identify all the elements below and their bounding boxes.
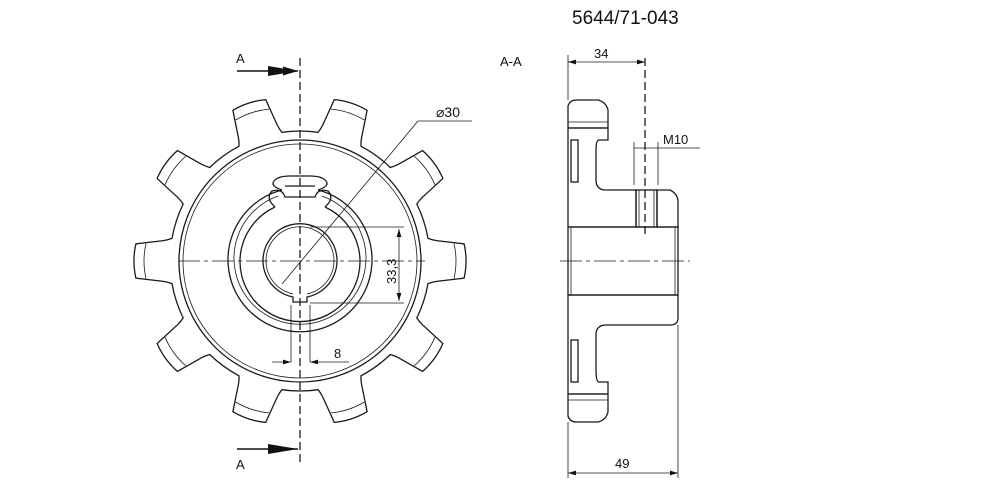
dim-overall-width: 49 bbox=[615, 456, 629, 471]
part-number: 5644/71-043 bbox=[572, 8, 679, 29]
tooth-tip-line bbox=[330, 108, 365, 121]
hub-ring-outer bbox=[227, 189, 373, 333]
cut-marker-top: A bbox=[236, 51, 245, 66]
tooth-section-bottom bbox=[567, 393, 609, 423]
cut-arrowhead-top bbox=[268, 66, 298, 76]
hub-ring-inner bbox=[239, 206, 361, 323]
sprocket-outline bbox=[133, 98, 467, 424]
tooth-tip-line bbox=[414, 155, 436, 185]
hub-right-upper bbox=[656, 189, 679, 228]
recess-lower-left bbox=[570, 339, 579, 383]
section-lower-half bbox=[567, 294, 679, 395]
front-view: A A ⌀30 33,3 8 bbox=[133, 51, 472, 472]
dim-hub-offset: 34 bbox=[594, 46, 608, 61]
section-view: 34 M10 49 bbox=[560, 46, 700, 478]
bore-with-keyway bbox=[262, 223, 338, 303]
bore-inner bbox=[265, 226, 335, 295]
tooth-tip-line bbox=[453, 243, 457, 279]
tooth-tip-line bbox=[330, 401, 365, 414]
cut-arrowhead-bottom bbox=[268, 444, 298, 454]
dim-keyway-width: 8 bbox=[334, 346, 341, 361]
diameter-leader bbox=[281, 120, 419, 285]
tooth-tip-line bbox=[164, 337, 186, 367]
section-label: A-A bbox=[500, 54, 522, 69]
tooth-tip-line bbox=[414, 337, 436, 367]
tooth-tip-line bbox=[164, 155, 186, 185]
tooth-tips bbox=[143, 108, 457, 414]
recess-upper-left bbox=[570, 139, 579, 183]
threaded-hole bbox=[635, 189, 658, 228]
section-upper-half bbox=[567, 127, 637, 228]
tooth-tip-line bbox=[235, 401, 270, 414]
tooth-section-top bbox=[567, 99, 609, 129]
dim-keyway-height: 33,3 bbox=[384, 259, 399, 284]
tooth-tip-line bbox=[235, 108, 270, 121]
cut-marker-bottom: A bbox=[236, 457, 245, 472]
tooth-tip-line bbox=[143, 243, 147, 279]
dim-bore-diameter: ⌀30 bbox=[436, 104, 460, 120]
dim-thread: M10 bbox=[663, 132, 688, 147]
